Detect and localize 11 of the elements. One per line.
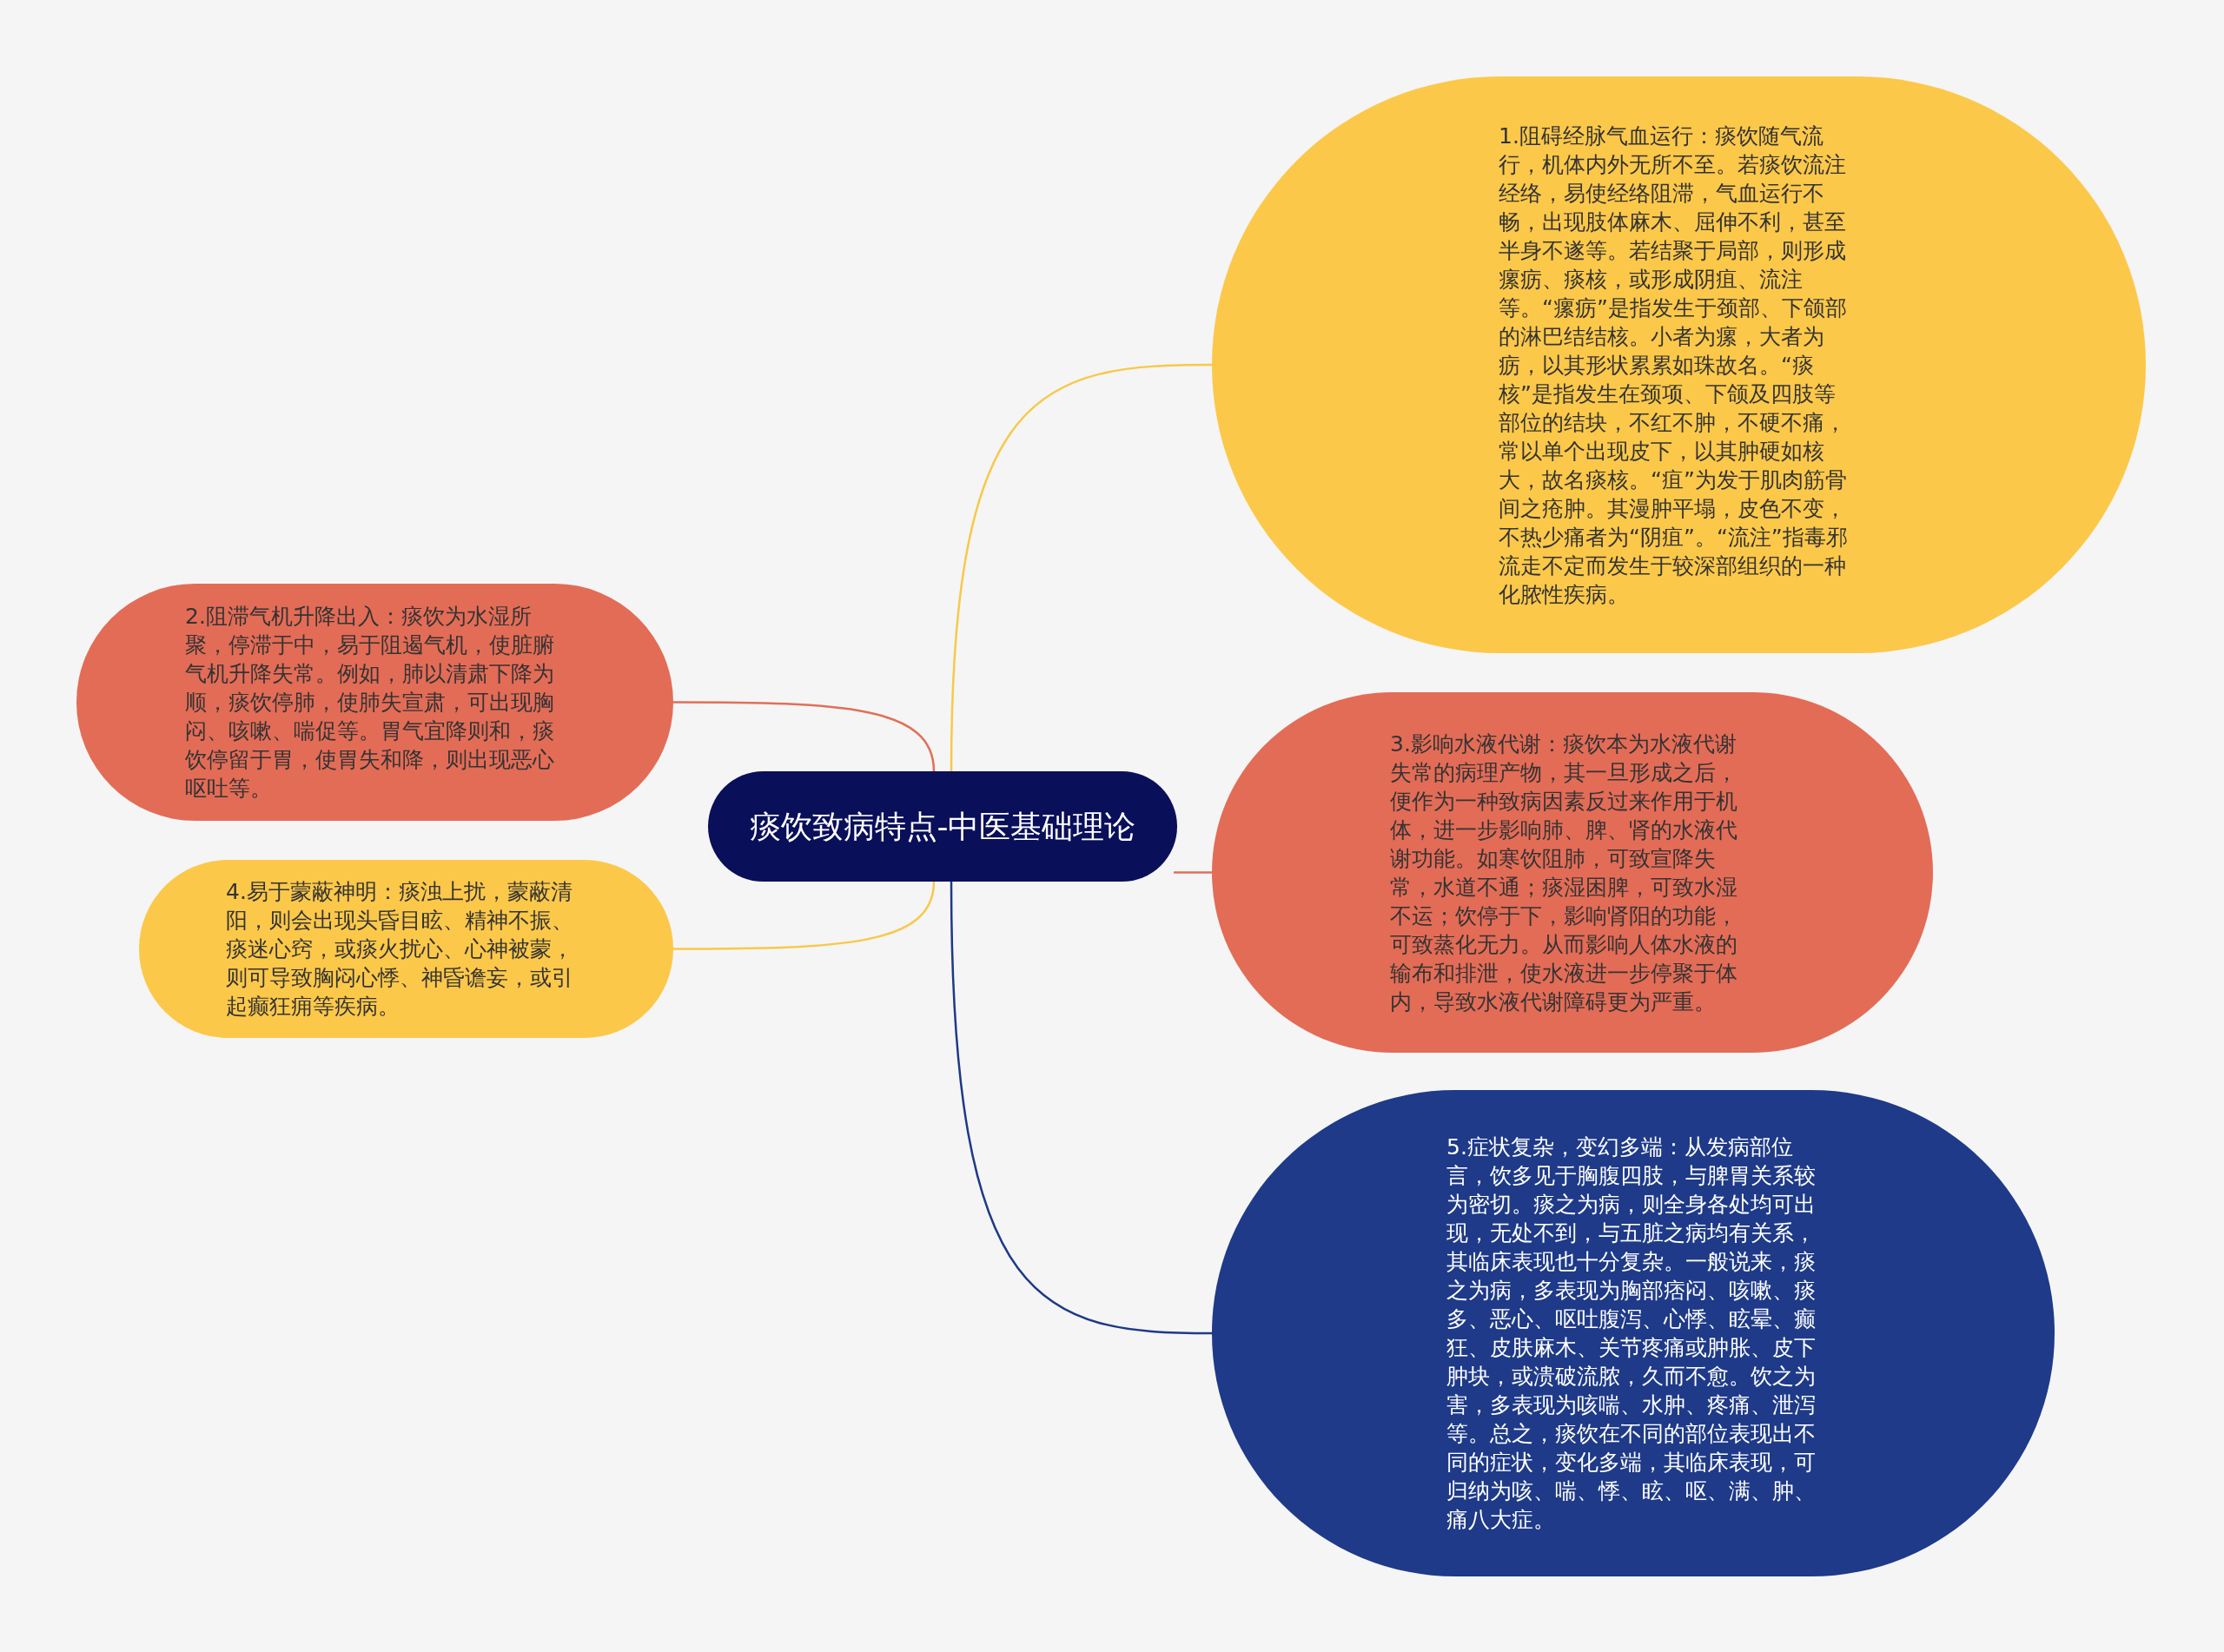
connector-line (950, 881, 1213, 1335)
topic-text: 5.症状复杂，变幻多端：从发病部位言，饮多见于胸腹四肢，与脾胃关系较为密切。痰之为病，则全身各处均可出现，无处不到，与五脏之病均有关系，其临床表现也十分复杂。一般说来，痰之为病，多表现为胸部痞闷、咳嗽、痰多、恶心、呕吐腹泻、心悸、眩晕、癫狂、皮肤麻木、关节疼痛或肿胀、皮下肿块，或溃破流脓，久而不愈。饮之为害，多表现为咳喘、水肿、疼痛、泄泻等。总之，痰饮在不同的部位表现出不同的症状，变化多端，其临床表现，可归纳为咳、喘、悸、眩、呕、满、肿、痛八大症。 (1446, 1133, 1817, 1534)
topic-text: 3.影响水液代谢：痰饮本为水液代谢失常的病理产物，其一旦形成之后，便作为一种致病因素反过来作用于机体，进一步影响肺、脾、肾的水液代谢功能。如寒饮阻肺，可致宣降失常，水道不通；痰湿困脾，可致水湿不运；饮停于下，影响肾阳的功能，可致蒸化无力。从而影响人体水液的输布和排泄，使水液进一步停聚于体内，导致水液代谢障碍更为严重。 (1390, 730, 1738, 1016)
connector-line (673, 701, 936, 772)
topic-text: 2.阻滞气机升降出入：痰饮为水湿所聚，停滞于中，易于阻遏气机，使脏腑气机升降失常。例如，肺以清肃下降为顺，痰饮停肺，使肺失宣肃，可出现胸闷、咳嗽、喘促等。胃气宜降则和，痰饮停留于胃，使胃失和降，则出现恶心呕吐等。 (185, 603, 555, 803)
connector-line (950, 363, 1212, 772)
topic-text: 1.阻碍经脉气血运行：痰饮随气流行，机体内外无所不至。若痰饮流注经络，易使经络阻滞，气血运行不畅，出现肢体麻木、屈伸不利，甚至半身不遂等。若结聚于局部，则形成瘰疬、痰核，或形成阴疽、流注等。“瘰疬”是指发生于颈部、下颌部的淋巴结结核。小者为瘰，大者为疬，以其形状累累如珠故名。“痰核”是指发生在颈项、下颌及四肢等部位的结块，不红不肿，不硬不痛，常以单个出现皮下，以其肿硬如核大，故名痰核。“疽”为发于肌肉筋骨间之疮肿。其漫肿平塌，皮色不变，不热少痛者为“阴疽”。“流注”指毒邪流走不定而发生于较深部组织的一种化脓性疾病。 (1499, 122, 1849, 609)
connector-line (1174, 871, 1212, 874)
connector-line (673, 881, 936, 950)
topic-text: 4.易于蒙蔽神明：痰浊上扰，蒙蔽清阳，则会出现头昏目眩、精神不振、痰迷心窍，或痰火扰心、心神被蒙，则可导致胸闷心悸、神昏谵妄，或引起癫狂痈等疾病。 (226, 878, 574, 1021)
central-topic-text: 痰饮致病特点-中医基础理论 (748, 807, 1137, 846)
